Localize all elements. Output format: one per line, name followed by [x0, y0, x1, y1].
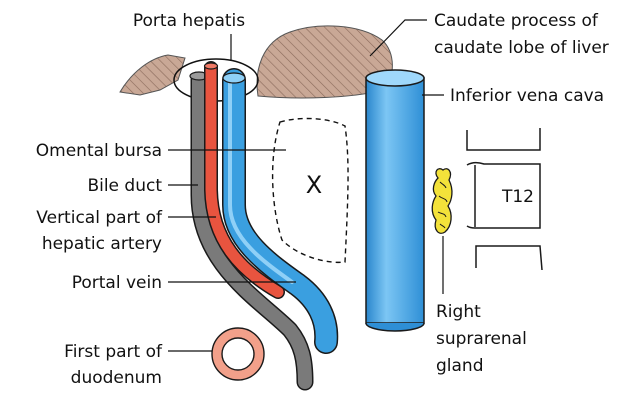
- inferior-vena-cava: [366, 70, 424, 331]
- label-omental-bursa: Omental bursa: [36, 141, 162, 161]
- label-hepatic-artery-line1: Vertical part of: [36, 208, 163, 228]
- label-suprarenal-line1: Right: [436, 302, 481, 322]
- label-caudate-line1: Caudate process of: [434, 11, 599, 31]
- label-duodenum-line1: First part of: [64, 342, 163, 362]
- label-porta-hepatis: Porta hepatis: [133, 11, 245, 31]
- label-duodenum-line2: duodenum: [71, 368, 162, 388]
- label-ivc: Inferior vena cava: [450, 86, 604, 106]
- label-portal-vein: Portal vein: [72, 273, 162, 293]
- label-hepatic-artery-line2: hepatic artery: [42, 234, 162, 254]
- suprarenal-gland: [432, 169, 452, 234]
- label-bile-duct: Bile duct: [87, 176, 162, 196]
- label-suprarenal-line3: gland: [436, 356, 484, 376]
- foramen-x-mark: X: [306, 171, 322, 199]
- label-suprarenal-line2: suprarenal: [436, 329, 527, 349]
- duodenum: [212, 328, 264, 380]
- label-caudate-line2: caudate lobe of liver: [434, 38, 609, 58]
- vertebra-label: T12: [501, 187, 534, 207]
